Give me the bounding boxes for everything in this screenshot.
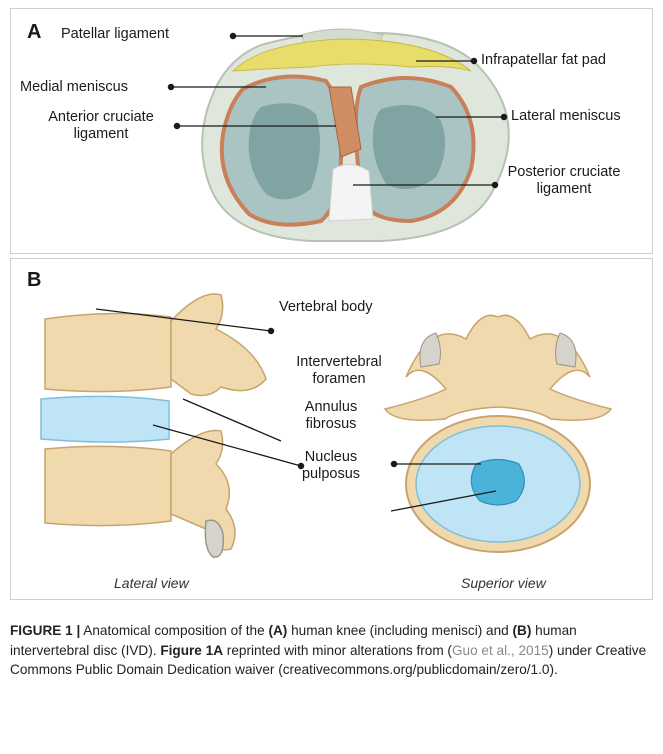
intervertebral-foramen-label: Intervertebral foramen bbox=[279, 354, 399, 388]
pcl-shape bbox=[329, 164, 373, 221]
lower-vertebra bbox=[45, 430, 235, 557]
medial-meniscus-label: Medial meniscus bbox=[20, 79, 128, 96]
figure-caption: FIGURE 1 | Anatomical composition of the… bbox=[10, 621, 650, 680]
patellar-ligament-label: Patellar ligament bbox=[61, 26, 169, 43]
lateral-disc bbox=[41, 396, 169, 442]
caption-text-2: human knee (including menisci) and bbox=[287, 623, 512, 638]
panel-b-ivd: B Vertebral body Intervertebral foramen … bbox=[10, 258, 653, 600]
annulus-line2: fibrosus bbox=[286, 416, 376, 433]
right-facet bbox=[556, 333, 576, 367]
pcl-label-line1: Posterior cruciate bbox=[489, 164, 639, 181]
caption-figure-label: FIGURE 1 | bbox=[10, 623, 80, 638]
caption-text-1: Anatomical composition of the bbox=[80, 623, 268, 638]
nucleus-pulposus-shape bbox=[471, 460, 524, 506]
caption-bold-a: (A) bbox=[268, 623, 287, 638]
acl-label-line1: Anterior cruciate bbox=[26, 109, 176, 126]
nucleus-line1: Nucleus bbox=[286, 449, 376, 466]
acl-label-line2: ligament bbox=[26, 126, 176, 143]
nucleus-pulposus-label: Nucleus pulposus bbox=[286, 449, 376, 483]
pcl-label-line2: ligament bbox=[489, 181, 639, 198]
caption-text-4: reprinted with minor alterations from ( bbox=[223, 643, 452, 658]
upper-vertebra bbox=[45, 294, 266, 395]
iv-foramen-line1: Intervertebral bbox=[279, 354, 399, 371]
panel-b-letter: B bbox=[27, 269, 41, 292]
annulus-line1: Annulus bbox=[286, 399, 376, 416]
infrapatellar-fat-pad-label: Infrapatellar fat pad bbox=[481, 52, 606, 69]
pcl-label: Posterior cruciate ligament bbox=[489, 164, 639, 198]
caption-bold-b: (B) bbox=[513, 623, 532, 638]
lateral-meniscus-label: Lateral meniscus bbox=[511, 108, 621, 125]
annulus-fibrosus-label: Annulus fibrosus bbox=[286, 399, 376, 433]
lateral-articular-area bbox=[373, 105, 445, 189]
left-facet bbox=[420, 333, 440, 367]
acl-label: Anterior cruciate ligament bbox=[26, 109, 176, 143]
nucleus-line2: pulposus bbox=[286, 466, 376, 483]
vertebral-body-label: Vertebral body bbox=[279, 299, 373, 316]
panel-a-letter: A bbox=[27, 21, 41, 44]
lateral-view-label: Lateral view bbox=[114, 575, 189, 591]
superior-vertebra bbox=[385, 315, 611, 420]
superior-view-label: Superior view bbox=[461, 575, 546, 591]
panel-a-knee: A Patellar ligament Infrapatellar fat pa… bbox=[10, 8, 653, 254]
caption-reference-link[interactable]: Guo et al., 2015 bbox=[452, 643, 549, 658]
caption-bold-figure: Figure 1A bbox=[160, 643, 223, 658]
iv-foramen-line2: foramen bbox=[279, 371, 399, 388]
